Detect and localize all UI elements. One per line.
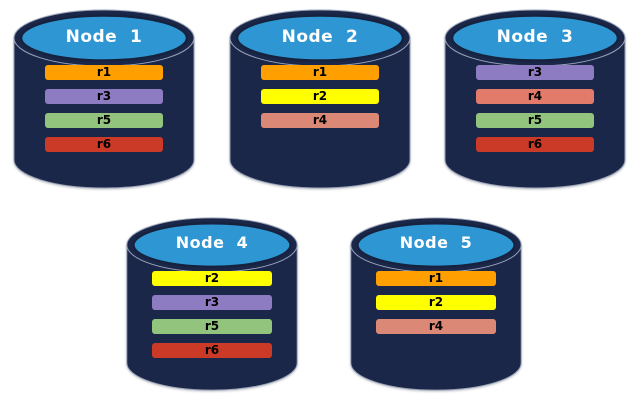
replica-list: r1 r3 r5 r6 — [45, 65, 163, 161]
replica-bar: r4 — [476, 89, 594, 104]
replica-bar: r4 — [376, 319, 496, 334]
replica-bar: r1 — [376, 271, 496, 286]
node-title: Node 4 — [175, 233, 249, 252]
node-cylinder-1: Node 1 r1 r3 r5 r6 — [11, 8, 197, 191]
node-title: Node 5 — [399, 233, 473, 252]
replica-bar: r2 — [376, 295, 496, 310]
replica-list: r2 r3 r5 r6 — [152, 271, 272, 367]
node-title: Node 3 — [496, 27, 574, 47]
replica-bar: r1 — [261, 65, 379, 80]
replica-list: r1 r2 r4 — [261, 65, 379, 137]
node-title: Node 1 — [65, 27, 143, 47]
replica-bar: r3 — [152, 295, 272, 310]
replica-bar: r6 — [45, 137, 163, 152]
node-cylinder-2: Node 2 r1 r2 r4 — [227, 8, 413, 191]
replica-bar: r5 — [152, 319, 272, 334]
replica-bar: r3 — [45, 89, 163, 104]
node-cylinder-4: Node 4 r2 r3 r5 r6 — [124, 216, 300, 393]
replica-bar: r6 — [476, 137, 594, 152]
replica-bar: r1 — [45, 65, 163, 80]
replica-list: r3 r4 r5 r6 — [476, 65, 594, 161]
replica-bar: r5 — [476, 113, 594, 128]
node-cylinder-5: Node 5 r1 r2 r4 — [348, 216, 524, 393]
replica-bar: r2 — [261, 89, 379, 104]
node-title: Node 2 — [281, 27, 359, 47]
replica-bar: r4 — [261, 113, 379, 128]
replica-bar: r5 — [45, 113, 163, 128]
replica-bar: r6 — [152, 343, 272, 358]
replica-bar: r2 — [152, 271, 272, 286]
node-cylinder-3: Node 3 r3 r4 r5 r6 — [442, 8, 628, 191]
replica-list: r1 r2 r4 — [376, 271, 496, 343]
replica-bar: r3 — [476, 65, 594, 80]
